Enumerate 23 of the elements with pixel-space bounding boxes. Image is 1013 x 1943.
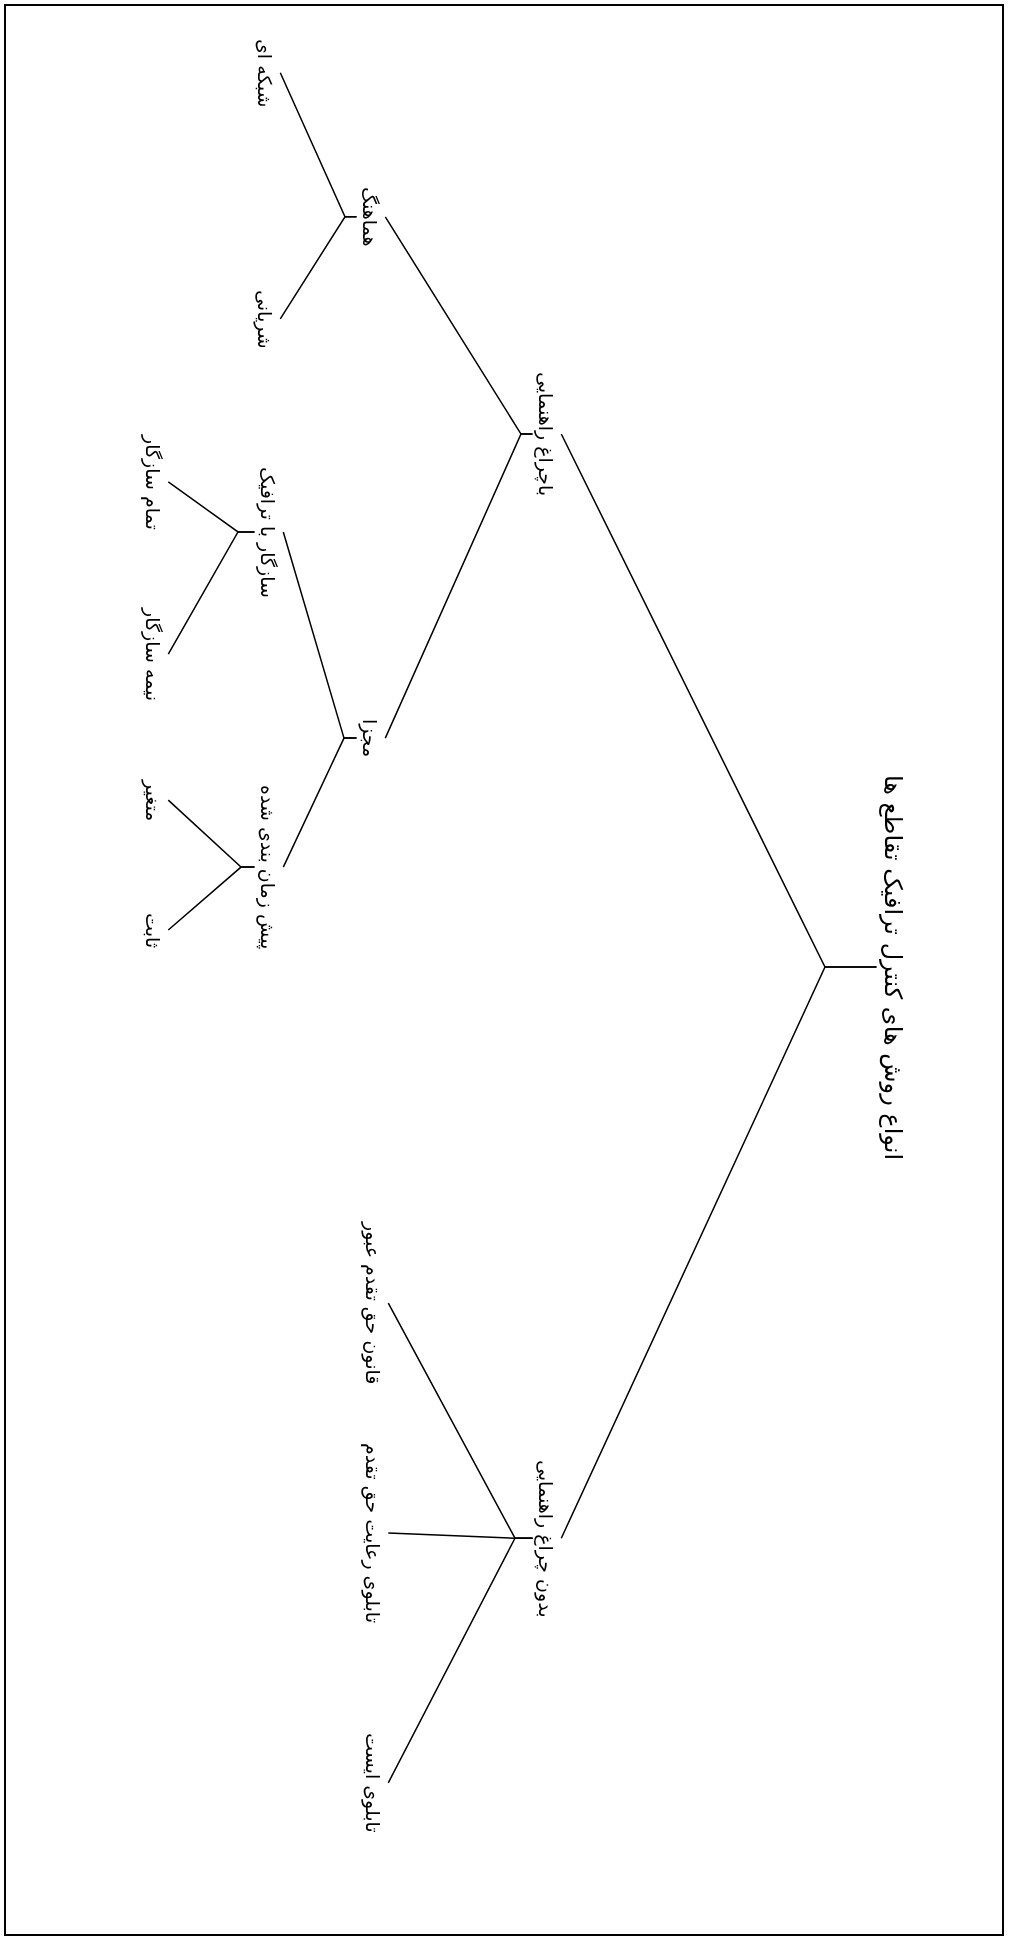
node-label: مجزا [356, 716, 384, 761]
tree-line [167, 866, 256, 931]
tree-line [279, 216, 358, 320]
node-label: بدون چراغ راهنمایی [532, 1456, 560, 1620]
tree-line [282, 737, 358, 868]
node-label: متغیر [139, 776, 167, 824]
tree-line [387, 1537, 534, 1784]
tree-line [167, 531, 256, 655]
node-label: تابلوی ایست [359, 1730, 387, 1836]
node-label: تمام سازگار [139, 431, 167, 533]
node-label: قانون حق تقدم عبور [359, 1219, 387, 1388]
node-label: سازگار با ترافیک [254, 463, 282, 601]
node-label: انواع روش های کنترل ترافیک تقاطع ها [876, 771, 910, 1163]
node-label: باچراغ راهنمایی [532, 369, 560, 500]
node-label: پیش زمان بندی شده [254, 782, 282, 953]
node-label: شریانی [251, 286, 279, 352]
node-label: تابلوی رعایت حق تقدم [359, 1440, 387, 1626]
node-label: هماهنگ [356, 184, 384, 250]
node-label: ثابت [139, 909, 167, 951]
tree-line [384, 433, 534, 739]
node-label: نیمه سازگار [139, 604, 167, 704]
node-label: شبکه ای [251, 35, 279, 111]
tree-line [560, 966, 878, 1539]
